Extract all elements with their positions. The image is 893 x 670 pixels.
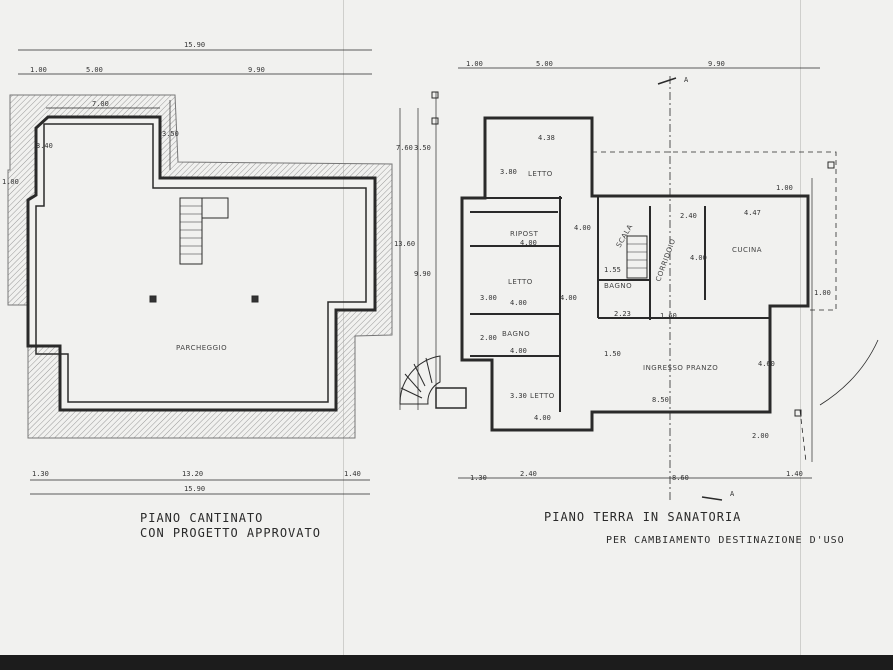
dim-label: 4.00 xyxy=(520,239,537,247)
ground-subtitle: PER CAMBIAMENTO DESTINAZIONE D'USO xyxy=(606,535,845,546)
basement-subtitle: CON PROGETTO APPROVATO xyxy=(140,526,321,540)
dim-label: 2.00 xyxy=(480,334,497,342)
dim-label: 1.00 xyxy=(776,184,793,192)
dim-label: 2.40 xyxy=(680,212,697,220)
basement-title: PIANO CANTINATO xyxy=(140,511,264,525)
basement-stair xyxy=(179,197,203,265)
dim-label: 1.30 xyxy=(470,474,487,482)
dim-label: 1.55 xyxy=(604,266,621,274)
dim-label: 1.00 xyxy=(814,289,831,297)
dim-label: 2.00 xyxy=(752,432,769,440)
floor-plans: 15.90 1.00 5.00 9.90 7.00 3.50 3.40 1.00… xyxy=(2,41,879,502)
basement-inner-wall xyxy=(35,123,367,403)
dim-label: 4.00 xyxy=(574,224,591,232)
section-marker: A xyxy=(730,490,735,498)
dim-label: 4.47 xyxy=(744,209,761,217)
dim-label: 9.90 xyxy=(414,270,431,278)
basement-plan xyxy=(7,49,393,495)
room-label: CORRIDOIO xyxy=(654,238,677,283)
dim-label: 3.50 xyxy=(414,144,431,152)
room-label: LETTO xyxy=(508,278,533,286)
dim-label: 3.40 xyxy=(36,142,53,150)
room-label: LETTO xyxy=(530,392,555,400)
dim-label: 9.90 xyxy=(708,60,725,68)
dim-label: 1.40 xyxy=(786,470,803,478)
ground-outer-wall xyxy=(460,116,810,432)
dim-label: 5.00 xyxy=(536,60,553,68)
dim-label: 4.00 xyxy=(510,299,527,307)
basement-dimensions: 15.90 1.00 5.00 9.90 7.00 3.50 3.40 1.00… xyxy=(2,41,361,493)
dim-label: 3.30 xyxy=(510,392,527,400)
room-label-parking: PARCHEGGIO xyxy=(176,344,227,352)
dim-label: 15.90 xyxy=(184,41,205,49)
dim-label: 4.38 xyxy=(538,134,555,142)
room-label: BAGNO xyxy=(604,282,632,290)
dim-label: 1.50 xyxy=(604,350,621,358)
dim-label: 4.00 xyxy=(560,294,577,302)
dim-label: 4.00 xyxy=(510,347,527,355)
earth-hatch xyxy=(7,94,393,439)
dim-label: 2.40 xyxy=(520,470,537,478)
dim-label: 2.23 xyxy=(614,310,631,318)
dim-label: 1.40 xyxy=(344,470,361,478)
ground-plan xyxy=(399,67,879,502)
sheet-fold xyxy=(800,0,801,655)
dim-label: 4.00 xyxy=(690,254,707,262)
dim-label: 13.20 xyxy=(182,470,203,478)
spiral-stair xyxy=(399,355,467,409)
room-label: CUCINA xyxy=(732,246,762,254)
dim-label: 8.50 xyxy=(652,396,669,404)
dim-label: 4.00 xyxy=(534,414,551,422)
section-marker: A xyxy=(684,76,689,84)
pillar xyxy=(251,295,259,303)
room-label: BAGNO xyxy=(502,330,530,338)
dim-label: 7.60 xyxy=(396,144,413,152)
dim-label: 13.60 xyxy=(394,240,415,248)
dim-label: 3.00 xyxy=(480,294,497,302)
room-label: INGRESSO PRANZO xyxy=(643,364,718,372)
dim-label: 1.60 xyxy=(660,312,677,320)
dim-label: 4.60 xyxy=(758,360,775,368)
dim-label: 9.90 xyxy=(248,66,265,74)
dim-label: 3.80 xyxy=(500,168,517,176)
dim-label: 3.50 xyxy=(162,130,179,138)
dim-label: 8.60 xyxy=(672,474,689,482)
dim-label: 1.30 xyxy=(32,470,49,478)
room-label: RIPOST xyxy=(510,230,539,238)
dim-label: 15.90 xyxy=(184,485,205,493)
basement-outer-wall xyxy=(26,115,377,412)
dim-label: 7.00 xyxy=(92,100,109,108)
pillar xyxy=(149,295,157,303)
dim-label: 5.00 xyxy=(86,66,103,74)
dim-label: 1.00 xyxy=(466,60,483,68)
ground-title: PIANO TERRA IN SANATORIA xyxy=(544,510,742,524)
ground-stair xyxy=(626,235,648,279)
scan-edge xyxy=(0,655,893,670)
dim-label: 1.00 xyxy=(2,178,19,186)
dim-label: 1.00 xyxy=(30,66,47,74)
room-label: LETTO xyxy=(528,170,553,178)
